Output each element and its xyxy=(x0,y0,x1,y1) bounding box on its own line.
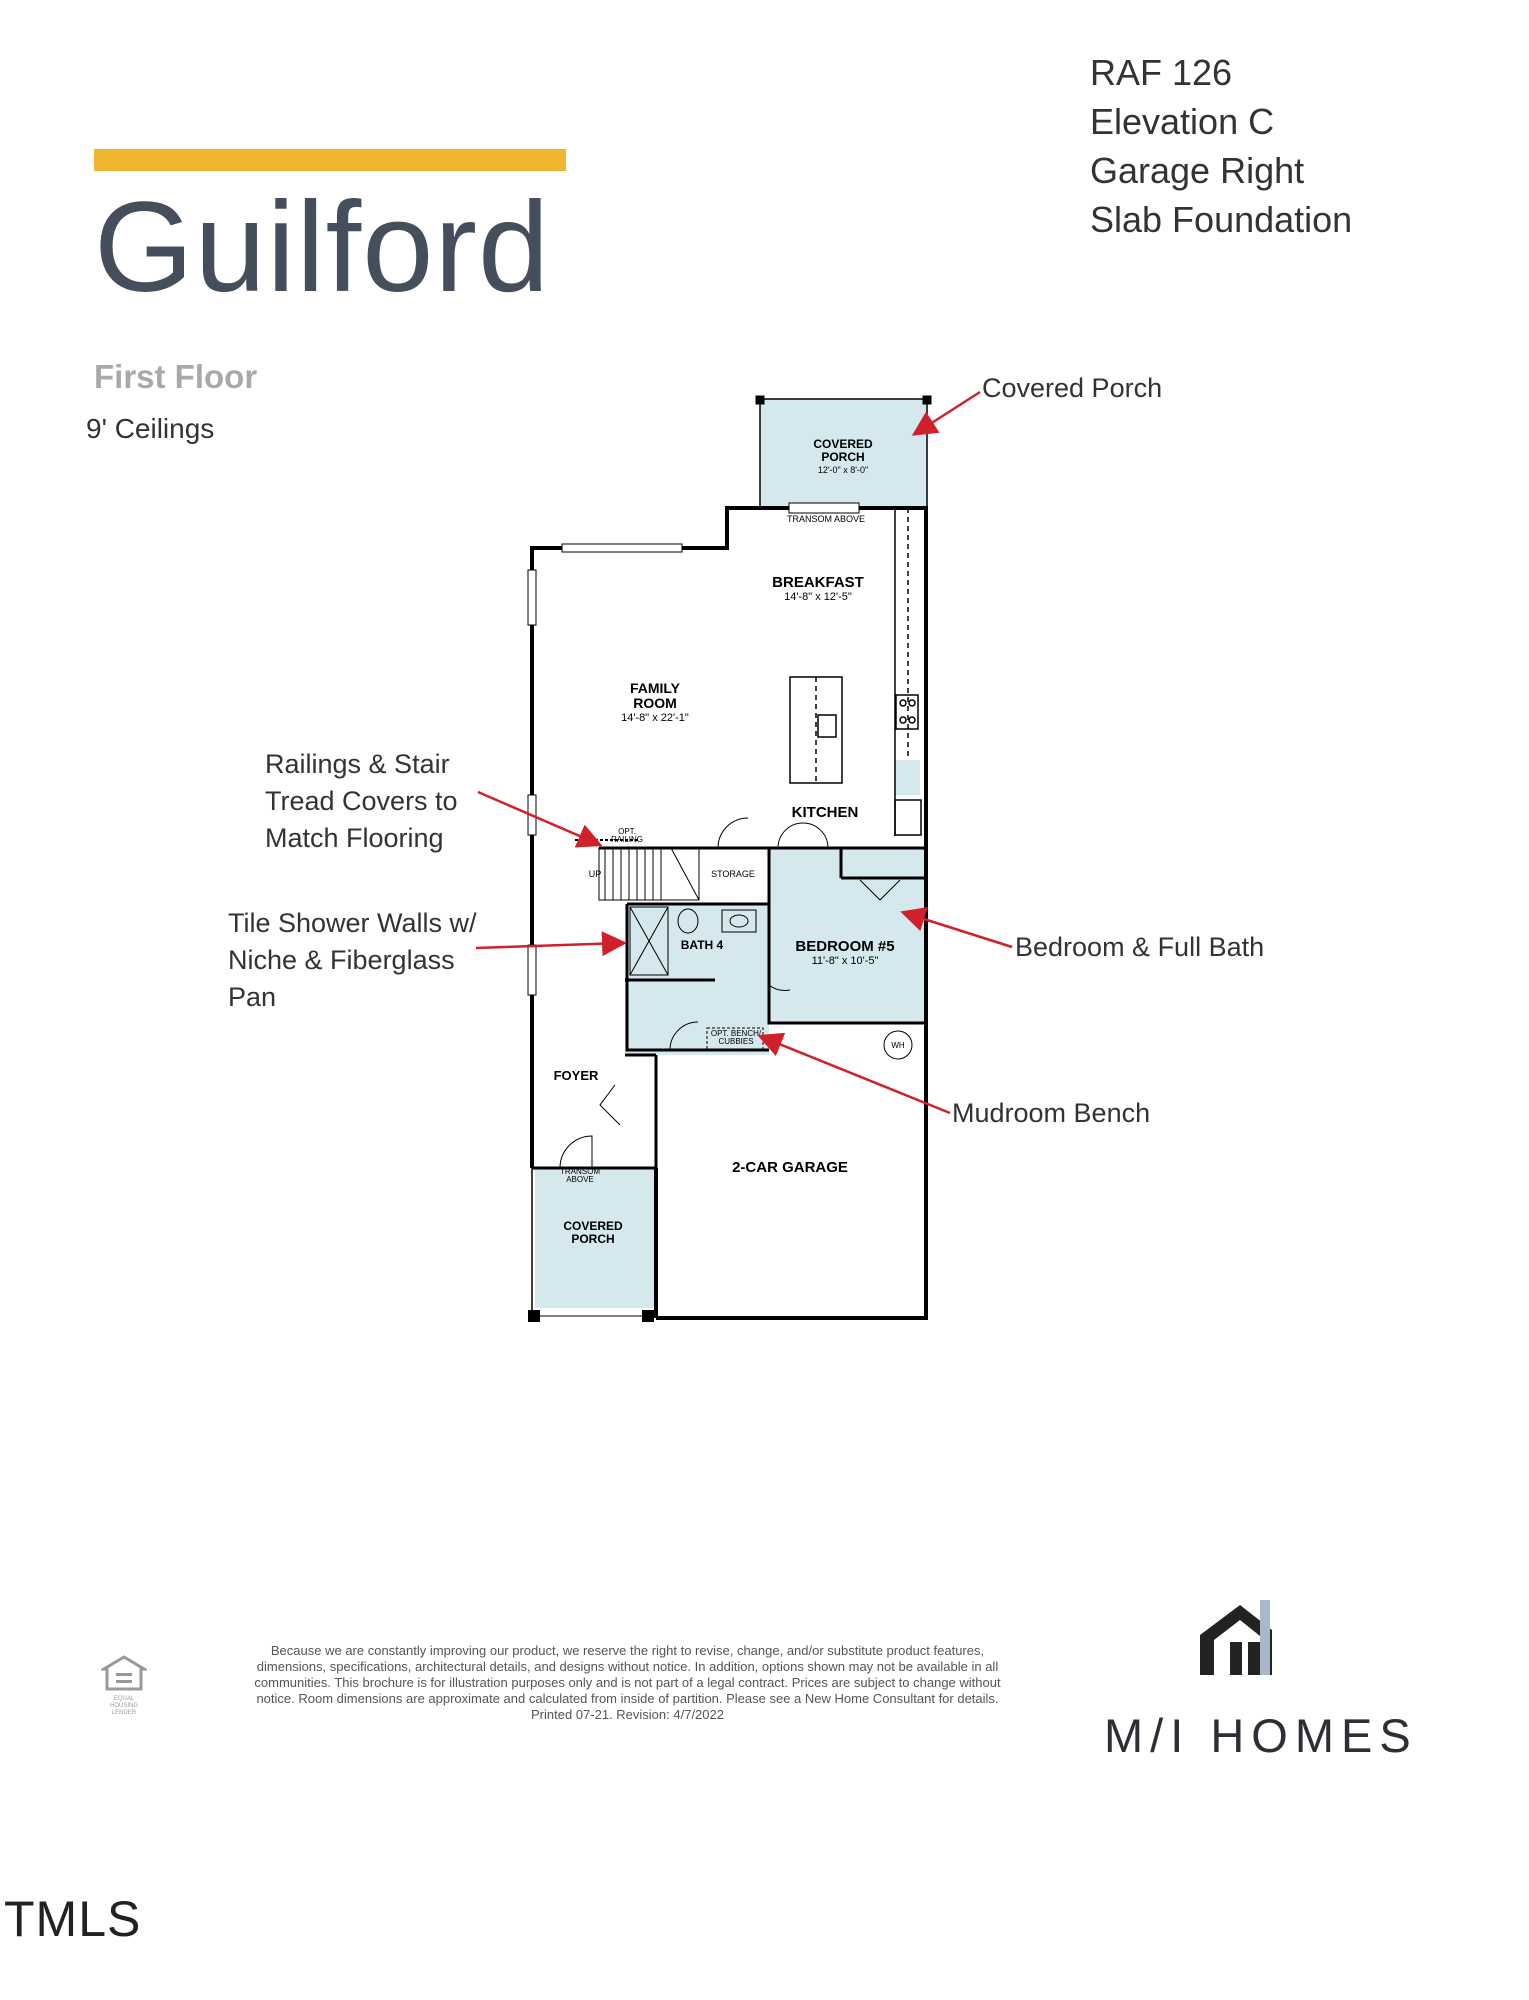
label-transom-front-2: ABOVE xyxy=(566,1175,594,1184)
label-opt-bench-1: OPT. BENCH/ xyxy=(711,1029,762,1038)
mi-homes-logo-icon xyxy=(1200,1600,1272,1675)
spec-block: RAF 126 Elevation C Garage Right Slab Fo… xyxy=(1090,48,1352,244)
label-covered-porch-2: PORCH xyxy=(821,450,864,464)
equal-housing-icon xyxy=(98,1655,150,1691)
label-family-2: ROOM xyxy=(633,695,677,711)
watermark: TMLS xyxy=(4,1891,142,1947)
label-bath4: BATH 4 xyxy=(681,938,724,952)
callout-arrows xyxy=(475,390,1013,1115)
rear-porch-fill xyxy=(760,399,927,506)
counter-fill xyxy=(895,760,920,795)
label-breakfast-dims: 14'-8" x 12'-5" xyxy=(784,591,852,603)
disclaimer: Because we are constantly improving our … xyxy=(254,1643,1001,1722)
label-transom-above: TRANSOM ABOVE xyxy=(787,514,865,524)
accent-bar xyxy=(94,149,566,171)
label-opt-bench-2: CUBBIES xyxy=(718,1037,753,1046)
callout-bedroom-bath: Bedroom & Full Bath xyxy=(1015,932,1265,962)
brand-wordmark: M/I HOMES xyxy=(1104,1709,1418,1762)
front-porch-fill xyxy=(535,1168,655,1308)
callout-covered-porch: Covered Porch xyxy=(982,373,1163,403)
label-bedroom5-dims: 11'-8" x 10'-5" xyxy=(812,955,879,967)
bath-fixtures xyxy=(629,906,913,1060)
label-wh: WH xyxy=(891,1041,905,1050)
door-swings xyxy=(559,817,901,1169)
label-up: UP xyxy=(589,869,602,879)
label-covered-porch-dims: 12'-0" x 8'-0" xyxy=(818,465,868,475)
spec-line: Garage Right xyxy=(1090,150,1305,191)
arrow-bedroom-bath xyxy=(900,907,1013,949)
kitchen-counter xyxy=(789,508,922,836)
spec-line: Slab Foundation xyxy=(1090,199,1353,240)
label-opt-railing-1: OPT. xyxy=(618,827,636,836)
label-opt-railing-2: RAILING xyxy=(611,835,643,844)
arrow-covered-porch xyxy=(911,390,981,436)
exterior-walls xyxy=(530,506,928,1320)
floor-label: First Floor xyxy=(94,358,258,395)
hall-fill xyxy=(625,980,769,1055)
spec-line: RAF 126 xyxy=(1090,52,1233,93)
label-bedroom5: BEDROOM #5 xyxy=(795,938,894,955)
label-family-dims: 14'-8" x 22'-1" xyxy=(621,712,689,724)
label-front-porch-1: COVERED xyxy=(563,1219,623,1233)
label-foyer: FOYER xyxy=(554,1068,599,1083)
callout-tile-shower: Tile Shower Walls w/ Niche & Fiberglass … xyxy=(228,908,477,1012)
label-family-1: FAMILY xyxy=(630,680,681,696)
equal-housing-logo: EQUAL HOUSING LENDER xyxy=(98,1655,150,1717)
label-storage: STORAGE xyxy=(711,869,755,879)
arrow-mudroom xyxy=(757,1032,951,1115)
callout-mudroom: Mudroom Bench xyxy=(952,1098,1151,1128)
bedroom-fill xyxy=(769,848,926,1023)
label-breakfast: BREAKFAST xyxy=(772,574,864,591)
ceiling-label: 9' Ceilings xyxy=(86,413,215,444)
label-garage: 2-CAR GARAGE xyxy=(732,1159,848,1176)
arrow-tile-shower xyxy=(475,931,627,957)
plan-title: Guilford xyxy=(94,176,551,319)
label-front-porch-2: PORCH xyxy=(571,1232,614,1246)
callout-railings: Railings & Stair Tread Covers to Match F… xyxy=(265,749,458,853)
label-kitchen: KITCHEN xyxy=(792,804,859,821)
spec-line: Elevation C xyxy=(1090,101,1275,142)
label-transom-front-1: TRANSOM xyxy=(560,1167,600,1176)
arrow-railings xyxy=(477,790,603,848)
label-covered-porch-1: COVERED xyxy=(813,437,873,451)
